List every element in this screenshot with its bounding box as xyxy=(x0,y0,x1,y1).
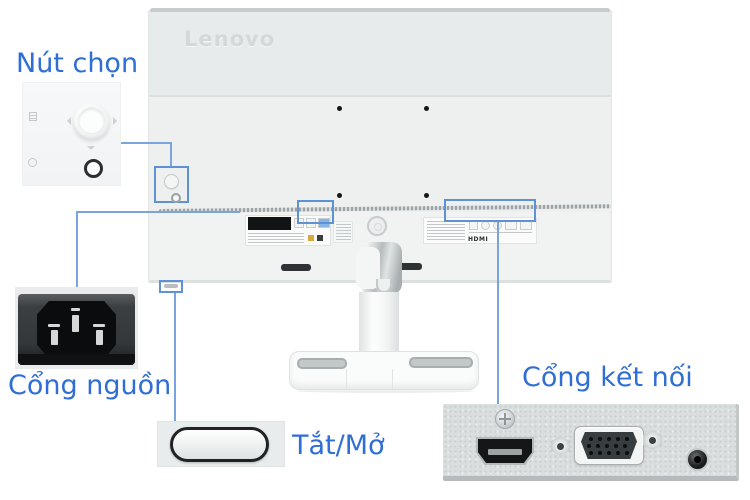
joystick-button-icon xyxy=(78,107,105,134)
label-icon xyxy=(520,221,532,230)
exit-button-icon xyxy=(84,159,103,178)
label-icon xyxy=(481,221,490,230)
barcode xyxy=(248,217,291,230)
label-fine-print xyxy=(248,233,304,245)
callout-line-select xyxy=(170,142,172,168)
button-on-monitor-icon xyxy=(171,193,181,203)
power-pin xyxy=(72,315,79,332)
callout-box-power-port xyxy=(297,200,334,224)
audio-jack-icon xyxy=(686,448,709,471)
callout-line-power-toggle xyxy=(174,293,176,421)
power-pin xyxy=(51,330,58,345)
label-icon xyxy=(469,221,478,230)
vesa-screw-hole xyxy=(337,193,342,198)
base-pad-left xyxy=(297,358,347,369)
regulatory-label-small xyxy=(333,221,353,243)
stand-base xyxy=(289,351,479,390)
arrow-left-icon xyxy=(63,117,71,125)
label-badge-yellow xyxy=(308,235,314,241)
power-toggle-inset-photo xyxy=(157,421,285,467)
hdmi-tongue xyxy=(488,449,522,455)
callout-box-select-button xyxy=(154,166,189,203)
power-glyph-icon xyxy=(28,158,37,167)
arrow-down-icon xyxy=(87,146,95,154)
power-pin xyxy=(96,330,103,345)
label-badge-dark xyxy=(317,235,323,241)
hex-jack-screw-icon xyxy=(643,430,662,450)
callout-line-select xyxy=(121,142,172,144)
callout-line-ports xyxy=(497,222,499,404)
power-pin xyxy=(71,308,80,311)
power-port-inset-photo xyxy=(15,287,138,369)
menu-glyph-icon xyxy=(29,112,37,121)
stand-release-emblem xyxy=(367,216,387,236)
vga-shroud xyxy=(581,432,637,459)
ports-inset-photo xyxy=(443,404,739,481)
power-inlet-shadow xyxy=(18,354,135,365)
label-fine-print xyxy=(469,232,532,235)
monitor-top-edge xyxy=(150,8,610,13)
monitor-upper-cover xyxy=(149,12,611,97)
callout-box-ports xyxy=(444,199,536,222)
base-seam xyxy=(392,369,393,389)
power-toggle-label: Tắt/Mở xyxy=(292,430,385,461)
label-fine-print xyxy=(336,224,351,241)
vesa-screw-hole xyxy=(424,106,429,111)
chin-slot-left xyxy=(281,264,311,271)
base-seam xyxy=(346,369,347,389)
vga-port-icon xyxy=(574,426,644,465)
callout-line-power-port xyxy=(76,211,240,213)
power-button-underside-icon xyxy=(164,284,178,288)
label-fine-print xyxy=(427,221,465,242)
stand-neck xyxy=(359,292,399,356)
arrow-right-icon xyxy=(113,117,121,125)
power-port-label: Cổng nguồn xyxy=(8,370,172,401)
hdmi-port-icon xyxy=(476,437,534,465)
callout-box-power-toggle xyxy=(159,280,183,293)
screw-icon xyxy=(495,409,515,429)
power-pin xyxy=(48,324,60,327)
base-pad-right xyxy=(409,357,473,368)
hdmi-logo-text: HDMI xyxy=(468,236,489,243)
power-button-icon xyxy=(170,427,269,462)
base-shadow xyxy=(296,389,474,393)
chin-slot-right xyxy=(392,263,422,270)
vesa-screw-hole xyxy=(337,106,342,111)
hdmi-port-inner xyxy=(478,439,532,463)
select-button-label: Nút chọn xyxy=(16,48,139,79)
hex-jack-screw-icon xyxy=(551,436,570,456)
lenovo-logo: Lenovo xyxy=(184,27,276,51)
callout-line-power-port xyxy=(76,211,78,288)
joystick-on-monitor-icon xyxy=(164,174,179,189)
label-icon xyxy=(505,221,517,230)
select-button-inset-photo xyxy=(22,82,121,186)
power-pin xyxy=(93,324,105,327)
connection-ports-label: Cổng kết nối xyxy=(522,362,693,393)
vesa-screw-hole xyxy=(424,193,429,198)
